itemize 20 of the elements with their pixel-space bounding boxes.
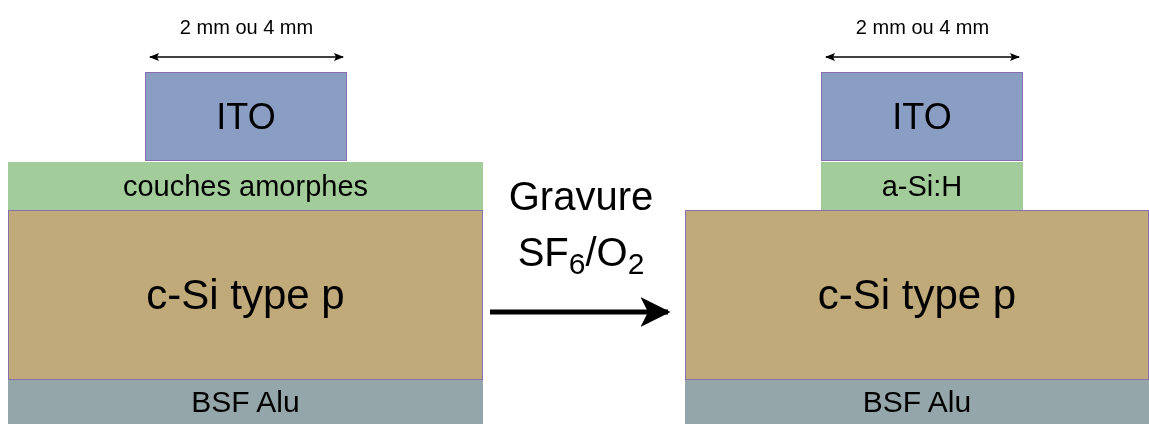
layer-label: a-Si:H xyxy=(881,171,963,201)
layer-box xyxy=(685,380,1149,424)
layer-label: BSF Alu xyxy=(191,387,300,417)
layer-box xyxy=(145,72,347,161)
arrow xyxy=(490,297,671,327)
layer-box xyxy=(8,162,483,210)
dimension-label: 2 mm ou 4 mm xyxy=(855,17,990,37)
layer-box xyxy=(685,210,1149,380)
edge-label: Gravure SF$_{6}$/O$_{2}$ xyxy=(507,173,655,280)
layer-label: c-Si type p xyxy=(817,274,1017,316)
layer-label: ITO xyxy=(892,98,952,135)
layer-label: c-Si type p xyxy=(146,274,345,316)
layer-box xyxy=(8,380,483,424)
layer-label: couches amorphes xyxy=(123,171,368,201)
layer-box xyxy=(821,72,1023,161)
layer-label: ITO xyxy=(216,98,276,135)
dimension-label: 2 mm ou 4 mm xyxy=(179,17,314,37)
layer-box xyxy=(821,162,1023,210)
layer-box xyxy=(8,210,483,380)
layer-label: BSF Alu xyxy=(862,387,972,417)
